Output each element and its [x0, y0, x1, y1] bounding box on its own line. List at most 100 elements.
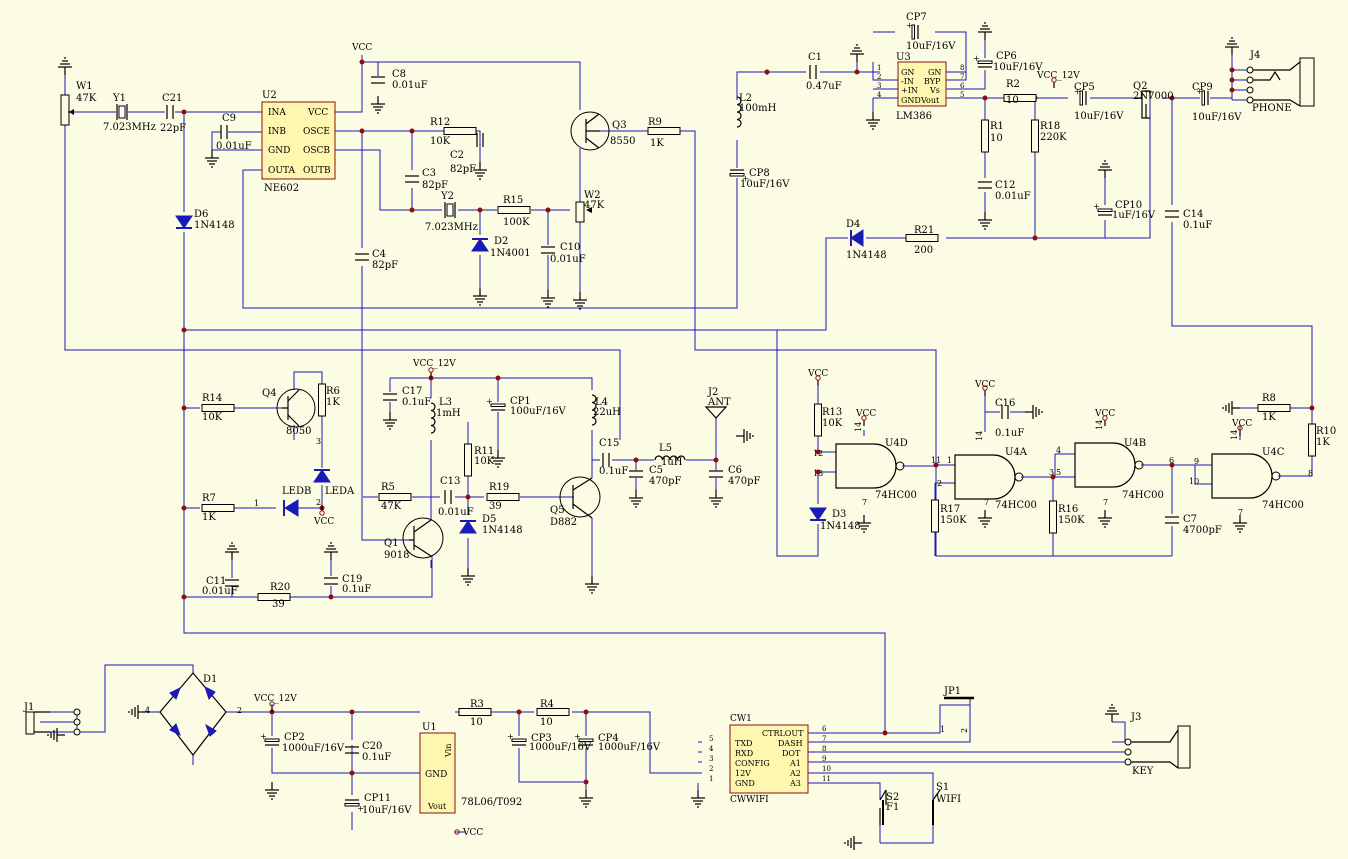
label-C1: C1: [808, 52, 822, 63]
power-labels: VCC VCC_12V VCC_12V VCC VCC VCC VCC VCC …: [253, 43, 1252, 838]
label-L5: L5: [659, 443, 672, 454]
svg-text:INA: INA: [268, 108, 286, 118]
junction-dots: [181, 59, 1315, 785]
svg-text:GN: GN: [928, 68, 941, 77]
wires: [40, 31, 1313, 844]
label-R19: R19: [489, 482, 509, 493]
svg-text:RXD: RXD: [735, 749, 753, 758]
label-J3: J3: [1130, 712, 1141, 723]
svg-text:1: 1: [254, 499, 259, 508]
svg-text:14: 14: [975, 431, 984, 441]
value-C8: 0.01uF: [392, 80, 428, 91]
svg-text:74HC00: 74HC00: [875, 490, 917, 501]
ic-cw1: CW1 CWWIFI TXD RXD CONFIG 12V GND CTRLOU…: [709, 714, 831, 805]
label-R18: R18: [1040, 121, 1060, 132]
label-CP4: CP4: [598, 733, 619, 744]
vcc-label: VCC: [1231, 419, 1252, 429]
value-C4: 82pF: [372, 260, 398, 271]
value-Q4: 8050: [286, 426, 311, 437]
label-S1: S1: [936, 782, 949, 793]
label-D2: D2: [494, 236, 508, 247]
label-D1: D1: [203, 674, 217, 685]
value-R7: 1K: [202, 512, 216, 523]
value-CP4: 1000uF/16V: [598, 742, 661, 753]
label-R21: R21: [914, 225, 934, 236]
value-C17: 0.1uF: [402, 397, 431, 408]
ic-u1: U1 78L06/T092 GND Vout Vin: [419, 722, 522, 814]
value-S2: F1: [886, 802, 899, 813]
svg-text:U2: U2: [262, 90, 277, 101]
nand-gates: U4D 74HC00 U4A 74HC00 U4B 74HC00 U4C 74H…: [835, 438, 1304, 511]
label-CP8: CP8: [749, 168, 770, 179]
value-R19: 39: [489, 501, 502, 512]
svg-text:3: 3: [1049, 468, 1054, 477]
svg-text:7: 7: [1238, 508, 1243, 517]
label-R8: R8: [1262, 393, 1276, 404]
label-J1: J1: [23, 702, 34, 713]
value-C12: 0.01uF: [995, 191, 1031, 202]
svg-text:6: 6: [1169, 456, 1174, 465]
value-C13: 0.01uF: [438, 507, 474, 518]
label-D5: D5: [482, 514, 496, 525]
value-CP7: 10uF/16V: [906, 41, 956, 52]
svg-text:CONFIG: CONFIG: [735, 759, 770, 768]
label-C4: C4: [372, 249, 386, 260]
svg-text:2: 2: [937, 479, 942, 488]
value-R3: 10: [470, 717, 483, 728]
label-C14: C14: [1183, 209, 1203, 220]
svg-text:Vs: Vs: [929, 86, 940, 95]
label-C2: C2: [450, 150, 464, 161]
label-R7: R7: [202, 493, 216, 504]
label-CP5: CP5: [1074, 82, 1095, 93]
svg-text:8: 8: [1308, 469, 1313, 478]
label-CP10: CP10: [1115, 200, 1142, 211]
label-C6: C6: [728, 465, 742, 476]
label-JP1: JP1: [943, 686, 961, 697]
svg-text:7: 7: [822, 735, 826, 743]
label-R3: R3: [470, 699, 484, 710]
vcc-label: VCC: [855, 409, 876, 419]
vcc-label: VCC: [807, 369, 828, 379]
svg-text:4: 4: [145, 706, 150, 715]
svg-text:4: 4: [877, 91, 882, 99]
label-Y2: Y2: [440, 191, 454, 202]
value-CP3: 1000uF/16V: [529, 742, 592, 753]
svg-text:13: 13: [813, 469, 823, 478]
value-C5: 470pF: [649, 476, 681, 487]
svg-text:78L06/T092: 78L06/T092: [461, 797, 522, 808]
value-Q5: D882: [550, 517, 577, 528]
svg-text:GND: GND: [901, 96, 921, 105]
svg-text:U4A: U4A: [1005, 447, 1028, 458]
svg-text:GN: GN: [901, 68, 914, 77]
svg-text:OUTB: OUTB: [303, 166, 331, 176]
label-C10: C10: [560, 242, 580, 253]
value-C16: 0.1uF: [995, 428, 1024, 439]
svg-text:2: 2: [316, 498, 321, 507]
svg-text:Vout: Vout: [427, 802, 447, 811]
label-CP11: CP11: [364, 793, 391, 804]
label-C21: C21: [162, 93, 182, 104]
value-C14: 0.1uF: [1183, 220, 1212, 231]
value-R15: 100K: [503, 217, 530, 228]
label-Q4: Q4: [262, 388, 277, 399]
value-D3: 1N4148: [820, 521, 861, 532]
value-Y1: 7.023MHz: [103, 122, 156, 133]
svg-text:1: 1: [940, 725, 945, 734]
svg-text:3: 3: [877, 82, 881, 90]
svg-text:INB: INB: [268, 127, 286, 137]
label-C15: C15: [599, 438, 619, 449]
svg-text:2: 2: [709, 765, 713, 773]
svg-text:6: 6: [822, 725, 827, 733]
ic-u2: U2 NE602 INA INB GND OUTA VCC OSCE OSCB …: [261, 90, 336, 194]
label-Q1: Q1: [384, 538, 399, 549]
value-D5: 1N4148: [482, 525, 523, 536]
svg-text:8: 8: [960, 64, 964, 72]
svg-text:10: 10: [822, 765, 831, 773]
label-R9: R9: [648, 117, 662, 128]
value-R2: 10: [1006, 95, 1019, 106]
label-LEDA: LEDA: [325, 486, 355, 497]
label-L3: L3: [439, 397, 452, 408]
value-CP5: 10uF/16V: [1074, 111, 1124, 122]
svg-text:U4B: U4B: [1124, 438, 1146, 449]
value-C6: 470pF: [728, 476, 760, 487]
